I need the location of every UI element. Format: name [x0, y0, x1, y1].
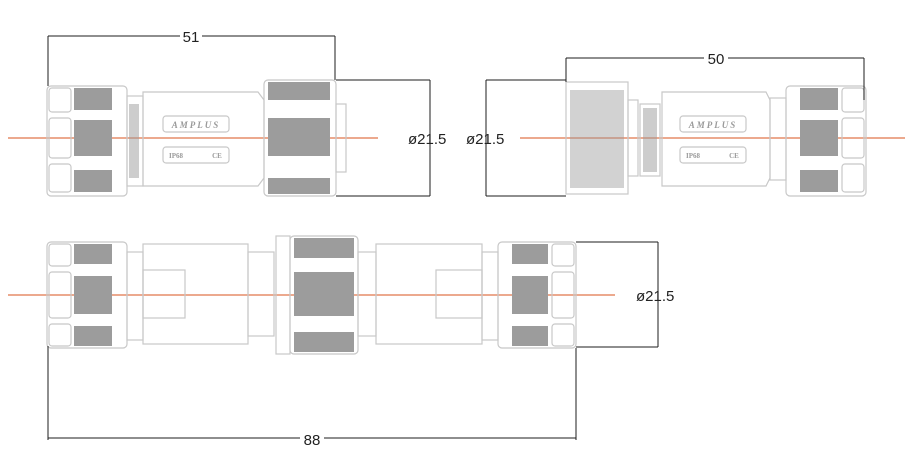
top-right-diameter-value: ø21.5 — [466, 131, 504, 148]
top-right-length-value: 50 — [708, 51, 725, 68]
top-right-body: AMPLUS IP68 CE — [661, 91, 771, 187]
top-right-threaded-socket — [565, 81, 639, 195]
top-left-length-dimension: 51 — [47, 29, 336, 86]
top-left-cap-nut — [46, 85, 128, 197]
bottom-assembly: ø21.5 88 — [8, 235, 674, 449]
bottom-length-value: 88 — [304, 432, 321, 449]
bottom-left-inner-thread — [247, 251, 275, 337]
bottom-diameter-dimension: ø21.5 — [576, 241, 674, 348]
bottom-right-inner-thread — [357, 251, 377, 337]
top-right-brand-label: AMPLUS — [688, 120, 738, 130]
top-right-cap-nut — [785, 85, 867, 197]
bottom-left-body — [142, 243, 249, 345]
top-right-rating-label: IP68 — [686, 152, 701, 160]
bottom-right-body — [375, 243, 483, 345]
top-left-brand-label: AMPLUS — [171, 120, 221, 130]
top-right-length-dimension: 50 — [565, 51, 865, 100]
bottom-right-thread — [481, 251, 499, 341]
top-left-diameter-dimension: ø21.5 — [336, 79, 446, 197]
bottom-diameter-value: ø21.5 — [636, 288, 674, 305]
top-right-connector: ø21.5 AMPLUS IP68 CE — [466, 51, 905, 197]
top-right-rear-thread — [769, 97, 787, 181]
top-left-cert-label: CE — [212, 152, 222, 160]
bottom-length-dimension: 88 — [47, 346, 577, 449]
top-left-coupling-nut — [263, 79, 347, 197]
top-left-connector: AMPLUS IP68 CE 51 ø21.5 — [8, 29, 446, 197]
bottom-right-cap-nut — [497, 241, 577, 349]
top-left-diameter-value: ø21.5 — [408, 131, 446, 148]
top-left-rating-label: IP68 — [169, 152, 184, 160]
top-left-length-value: 51 — [183, 29, 200, 46]
top-right-diameter-dimension: ø21.5 — [466, 79, 566, 197]
top-left-body: AMPLUS IP68 CE — [142, 91, 265, 187]
bottom-left-thread — [126, 251, 144, 341]
top-left-thread — [126, 95, 144, 187]
top-right-cert-label: CE — [729, 152, 739, 160]
bottom-coupling-nut — [275, 235, 359, 355]
top-right-thread — [639, 103, 661, 177]
